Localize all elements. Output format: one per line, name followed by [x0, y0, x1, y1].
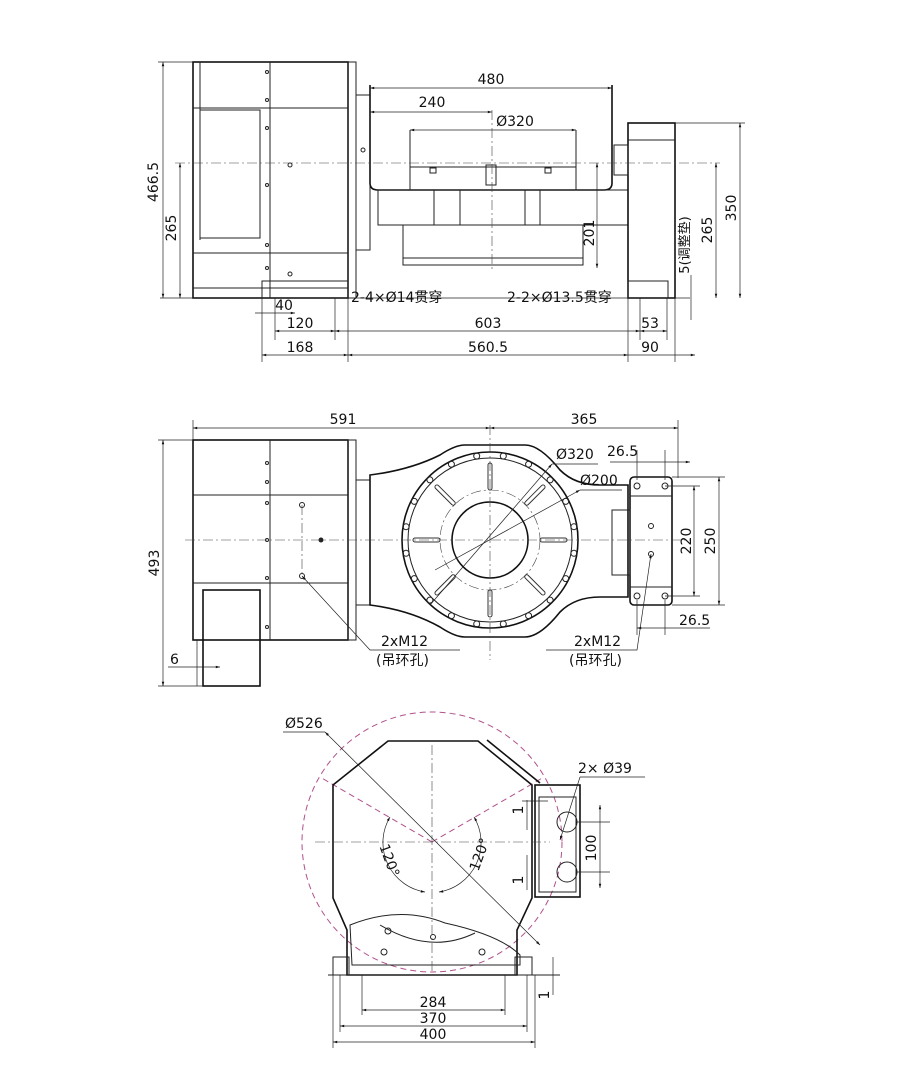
bolt-hole — [447, 612, 455, 620]
dim-dia-200: Ø200 — [580, 473, 618, 489]
tailstock-plan — [611, 476, 673, 606]
dim-dia-320-plan: Ø320 — [556, 447, 594, 463]
dim-284: 284 — [420, 995, 447, 1011]
bolt-hole — [402, 523, 410, 531]
dim-591: 591 — [330, 412, 357, 428]
dim-1-b: 1 — [511, 876, 527, 885]
dim-100: 100 — [584, 835, 600, 862]
t-slot — [435, 485, 455, 505]
dim-6: 6 — [170, 652, 179, 668]
dim-466-5: 466.5 — [146, 162, 162, 202]
dim-201: 201 — [582, 220, 598, 247]
dim-365: 365 — [571, 412, 598, 428]
t-slot — [525, 575, 545, 595]
bolt-hole — [546, 476, 554, 484]
dim-370: 370 — [420, 1011, 447, 1027]
dim-493: 493 — [147, 550, 163, 577]
right-holes-note: 2-2×Ø13.5贯穿 — [507, 290, 612, 306]
bolt-hole — [473, 452, 481, 460]
reference-circle-526 — [301, 711, 563, 973]
bolt-hole — [447, 460, 455, 468]
bolt-hole — [546, 596, 554, 604]
dim-90: 90 — [641, 340, 659, 356]
bolt-hole — [473, 620, 481, 628]
dim-ports-39: 2× Ø39 — [578, 761, 632, 777]
bolt-hole — [562, 497, 570, 505]
bolt-hole — [410, 497, 418, 505]
motor-housing-plan — [192, 439, 357, 687]
dim-265-left: 265 — [164, 215, 180, 242]
dim-240: 240 — [419, 95, 446, 111]
bolt-hole — [426, 476, 434, 484]
dim-168: 168 — [287, 340, 314, 356]
right-lift-hole-sub: (吊环孔) — [569, 653, 622, 669]
rotary-table — [369, 85, 629, 266]
dim-1-c: 1 — [537, 991, 553, 1000]
bolt-hole — [525, 612, 533, 620]
bolt-hole — [570, 523, 578, 531]
bolt-hole — [562, 575, 570, 583]
dim-120: 120 — [287, 316, 314, 332]
dim-603: 603 — [475, 316, 502, 332]
right-lift-hole-label: 2xM12 — [574, 634, 621, 650]
motor-housing — [192, 61, 357, 299]
t-slot — [435, 575, 455, 595]
plan-view: 591 365 Ø320 Ø200 26.5 26.5 220 250 493 … — [147, 412, 725, 687]
dim-350: 350 — [724, 195, 740, 222]
dim-dia-526: Ø526 — [285, 716, 323, 732]
dim-220: 220 — [679, 528, 695, 555]
left-holes-note: 2-4×Ø14贯穿 — [351, 290, 442, 306]
dim-40: 40 — [275, 298, 293, 314]
bolt-hole — [499, 452, 507, 460]
bolt-hole — [402, 549, 410, 557]
tailstock-bracket — [613, 122, 676, 299]
end-view: 120° 120° Ø526 2× Ø39 100 1 1 1 284 370 … — [283, 711, 645, 1048]
dim-560-5: 560.5 — [468, 340, 508, 356]
dim-dia-320: Ø320 — [496, 114, 534, 130]
dim-265-right: 265 — [700, 217, 716, 244]
dim-480: 480 — [478, 72, 505, 88]
dim-1-a: 1 — [511, 806, 527, 815]
dim-250: 250 — [703, 528, 719, 555]
bolt-hole — [499, 620, 507, 628]
bolt-hole — [426, 596, 434, 604]
dim-26-5-top: 26.5 — [607, 444, 638, 460]
left-lift-hole-label: 2xM12 — [381, 634, 428, 650]
dim-53: 53 — [641, 316, 659, 332]
t-slot — [525, 485, 545, 505]
shim-label: 5(调整垫) — [677, 216, 693, 273]
left-lift-hole-sub: (吊环孔) — [376, 653, 429, 669]
bolt-hole — [570, 549, 578, 557]
bolt-hole — [410, 575, 418, 583]
dim-26-5-bottom: 26.5 — [679, 613, 710, 629]
bolt-hole — [525, 460, 533, 468]
dim-400: 400 — [420, 1027, 447, 1043]
front-view: 466.5 265 480 240 Ø320 201 350 265 5(调整垫… — [146, 61, 745, 362]
